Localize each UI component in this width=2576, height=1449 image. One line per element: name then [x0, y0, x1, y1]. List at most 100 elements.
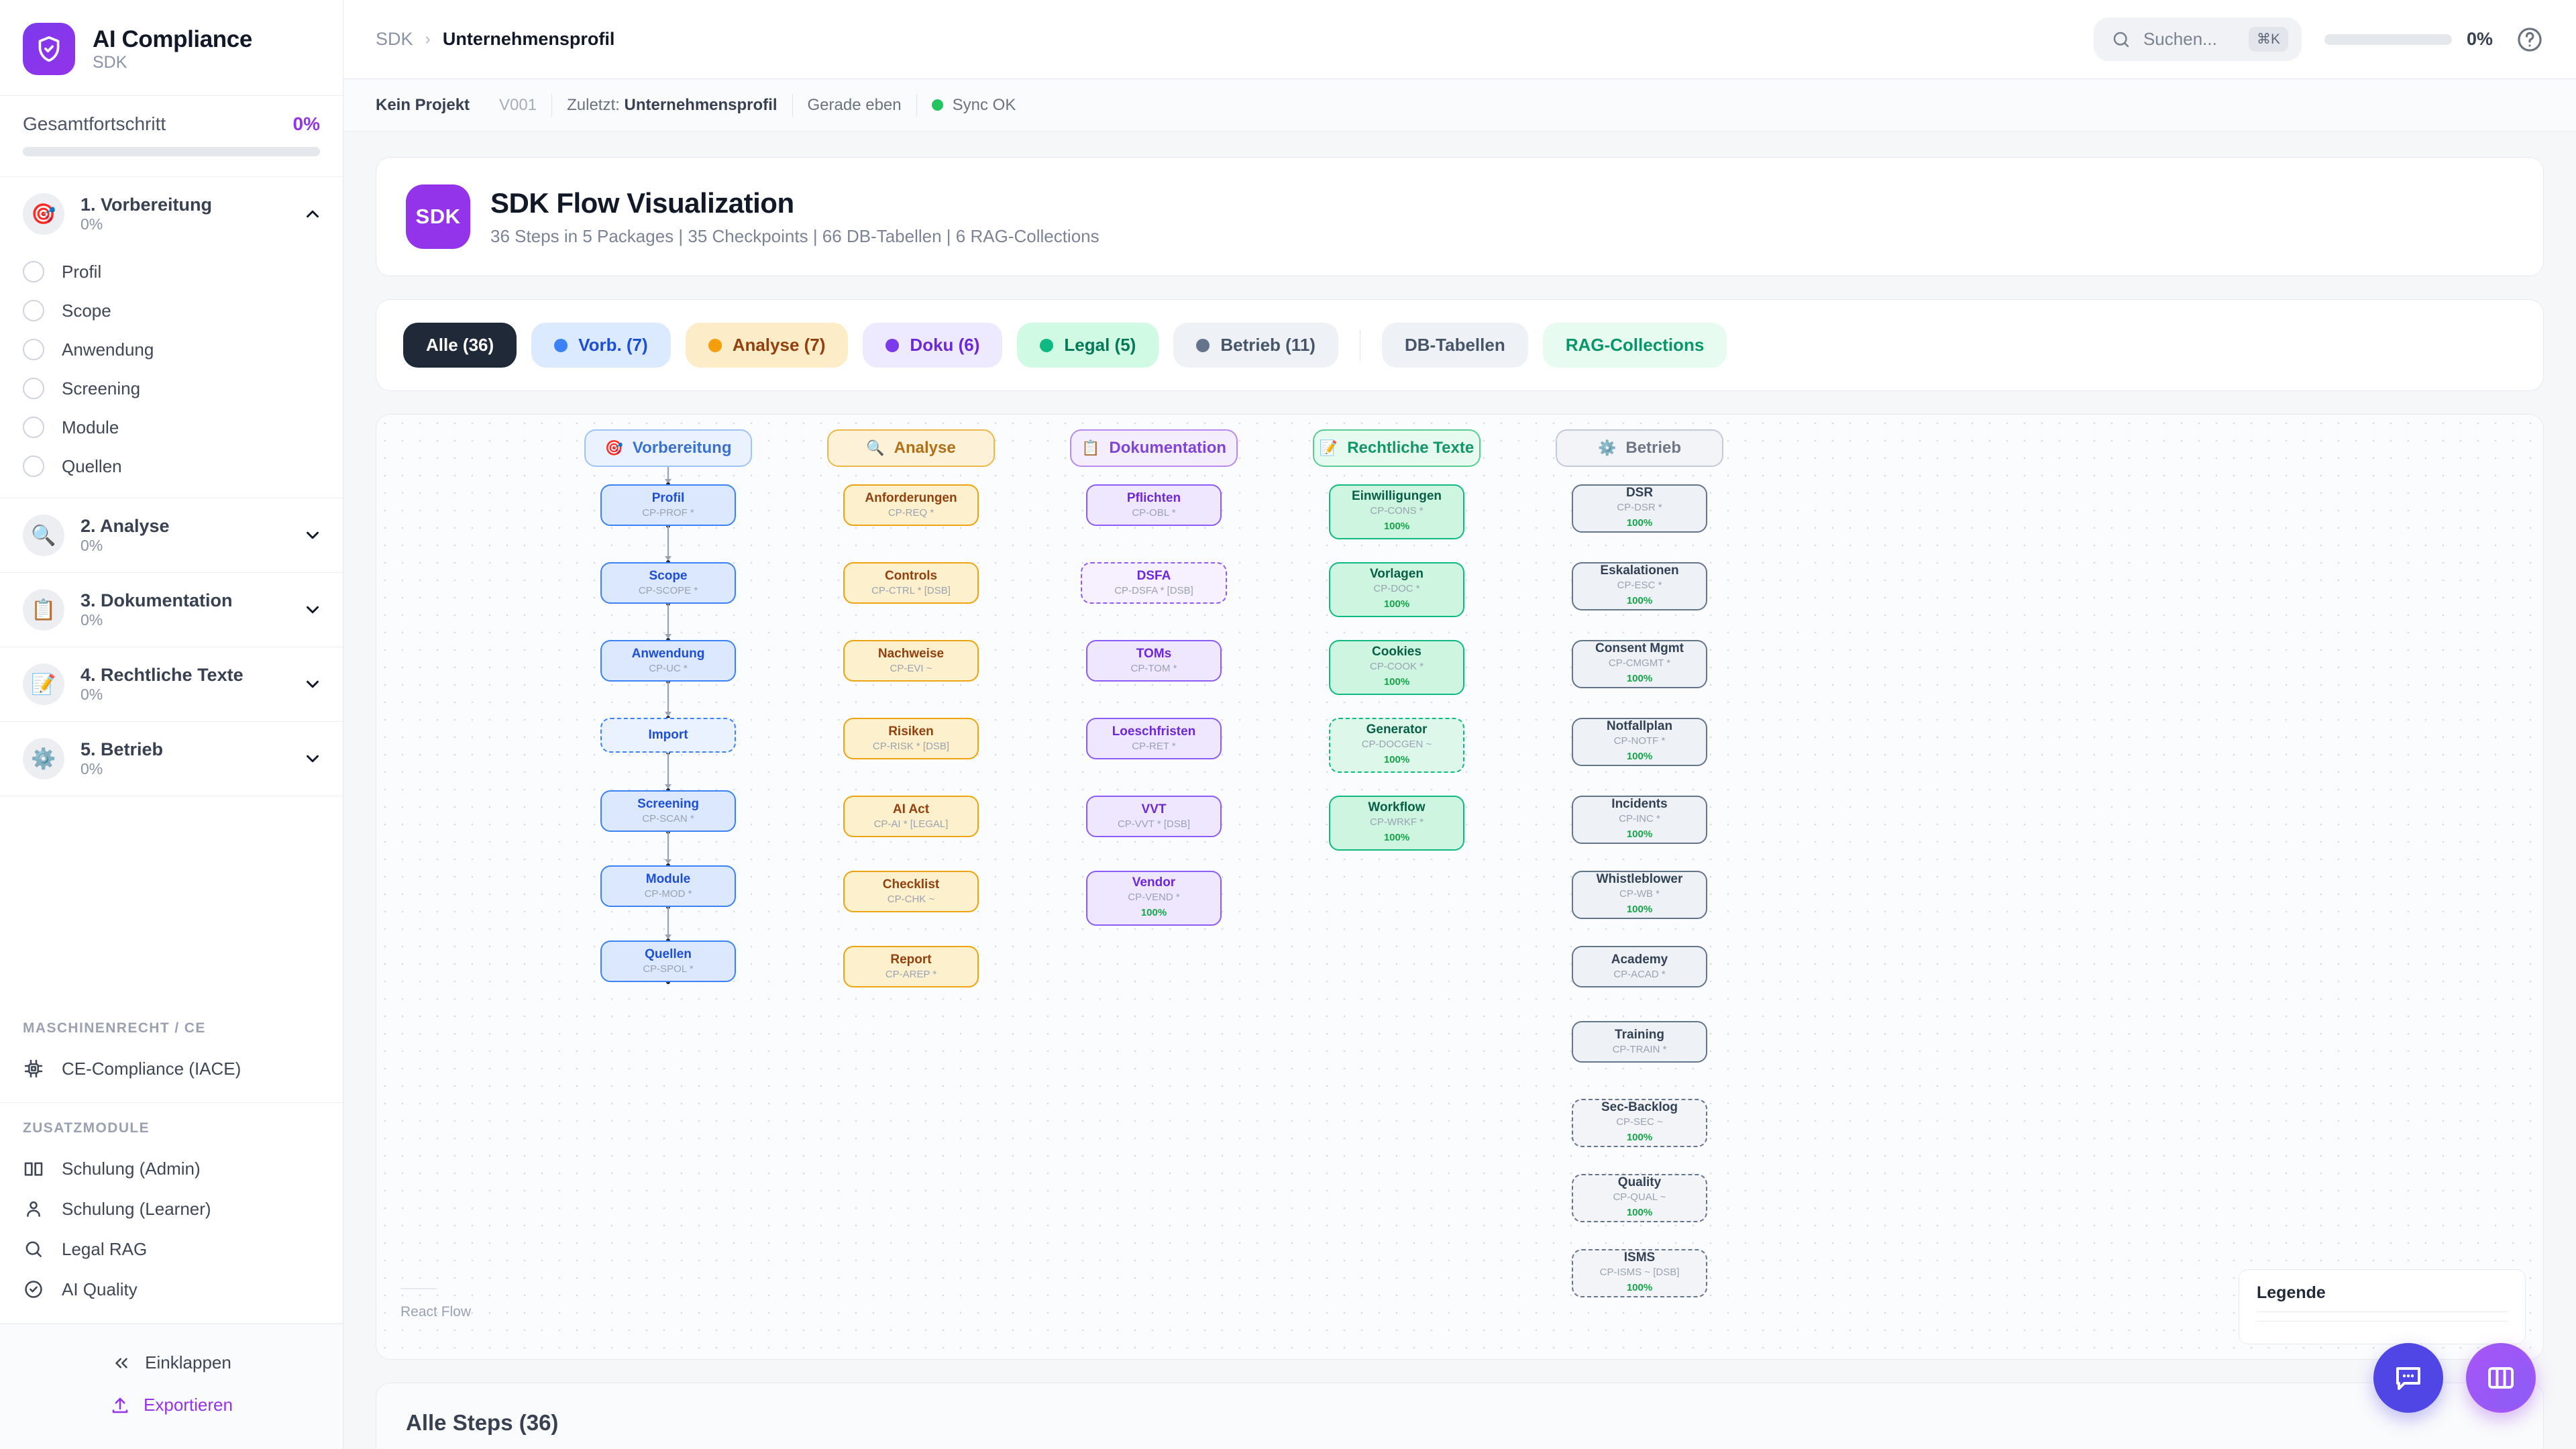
node-progress-value: 100%	[1383, 598, 1410, 610]
filter-chip-betrieb-11[interactable]: Betrieb (11)	[1173, 323, 1338, 368]
lane-header-analyse: 🔍Analyse	[827, 429, 995, 467]
statusbar: Kein Projekt V001 Zuletzt: Unternehmensp…	[343, 79, 2576, 131]
overall-progress-value: 0%	[292, 113, 320, 134]
upload-icon	[112, 1397, 128, 1413]
sidebar-item-quellen[interactable]: Quellen	[0, 447, 343, 486]
sidebar-item-legal-rag[interactable]: Legal RAG	[23, 1229, 320, 1269]
sidebar-item-ce-compliance-iace[interactable]: CE-Compliance (IACE)	[23, 1049, 320, 1089]
sidebar-item-module[interactable]: Module	[0, 408, 343, 447]
filter-chip-legal-5[interactable]: Legal (5)	[1017, 323, 1159, 368]
sidebar-item-profil[interactable]: Profil	[0, 252, 343, 291]
flow-canvas[interactable]: 🎯Vorbereitung🔍Analyse📋Dokumentation📝Rech…	[376, 414, 2544, 1360]
side-panel-toggle-button[interactable]	[2466, 1343, 2536, 1413]
filter-chip-vorb-7[interactable]: Vorb. (7)	[531, 323, 671, 368]
status-divider-3	[916, 93, 917, 117]
sidebar-item-label: Screening	[62, 378, 141, 398]
phase-emoji-icon: 📋	[23, 589, 64, 631]
filter-chip-alle-36[interactable]: Alle (36)	[403, 323, 517, 368]
node-title: Generator	[1366, 722, 1428, 737]
node-title: DSR	[1625, 486, 1654, 500]
help-circle-icon[interactable]	[2516, 25, 2544, 54]
status-time: Gerade eben	[807, 95, 902, 114]
sidebar-item-anwendung[interactable]: Anwendung	[0, 330, 343, 369]
sidebar-item-schulung-admin[interactable]: Schulung (Admin)	[23, 1148, 320, 1189]
brand-header[interactable]: AI Compliance SDK	[0, 0, 343, 96]
hero-badge: SDK	[406, 184, 470, 249]
filter-chip-analyse-7[interactable]: Analyse (7)	[685, 323, 849, 368]
node-code: CP-CHK ~	[887, 894, 935, 906]
flow-node-import[interactable]: Import	[600, 718, 736, 753]
status-last-value: Unternehmensprofil	[624, 95, 777, 114]
status-version: V001	[499, 95, 537, 114]
sidebar-item-schulung-learner[interactable]: Schulung (Learner)	[23, 1189, 320, 1229]
node-code: CP-ISMS ~ [DSB]	[1599, 1267, 1680, 1279]
collapse-sidebar-button[interactable]: Einklappen	[23, 1342, 320, 1384]
export-button[interactable]: Exportieren	[23, 1384, 320, 1426]
sidebar-item-label: Anwendung	[62, 339, 154, 360]
header-progress-value: 0%	[2466, 29, 2493, 49]
filter-chip-rag-collections[interactable]: RAG-Collections	[1542, 323, 1727, 368]
breadcrumb-root[interactable]: SDK	[376, 29, 413, 49]
node-code: CP-DOCGEN ~	[1361, 739, 1432, 751]
node-title: Anforderungen	[865, 491, 957, 506]
brand-subtitle: SDK	[93, 52, 127, 72]
node-title: Profil	[651, 491, 685, 506]
chat-assistant-button[interactable]	[2373, 1343, 2443, 1413]
sidebar-item-ai-quality[interactable]: AI Quality	[23, 1269, 320, 1309]
phase-emoji-icon: 📝	[23, 663, 64, 705]
sidebar-item-label: Module	[62, 417, 119, 437]
node-progress-value: 100%	[1383, 753, 1410, 765]
filter-chip-doku-6[interactable]: Doku (6)	[863, 323, 1003, 368]
filter-chip-db-tabellen[interactable]: DB-Tabellen	[1381, 323, 1528, 368]
node-title: ISMS	[1623, 1250, 1656, 1265]
lane-emoji-icon: 📝	[1319, 439, 1338, 456]
sidebar-item-screening[interactable]: Screening	[0, 369, 343, 408]
search-input[interactable]: Suchen... ⌘K	[2093, 17, 2302, 61]
phase-name: 3. Dokumentation	[80, 590, 233, 611]
phase-emoji-icon: 🎯	[23, 193, 64, 235]
sidebar-item-scope[interactable]: Scope	[0, 291, 343, 330]
node-title: Scope	[649, 569, 688, 584]
